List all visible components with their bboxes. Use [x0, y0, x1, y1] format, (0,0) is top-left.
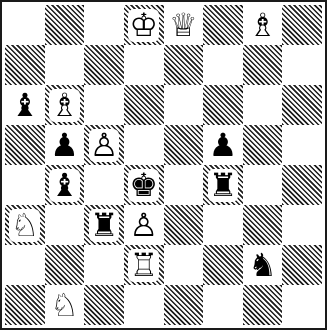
square-f5[interactable]: ♟ [203, 125, 243, 165]
square-e6[interactable] [164, 85, 204, 125]
square-g4[interactable] [243, 165, 283, 205]
chess-board: ♔♕♗♝♗♟♙♟♝♚♜♘♜♙♖♞♘ [5, 5, 322, 325]
square-d2[interactable]: ♖ [124, 245, 164, 285]
square-h5[interactable] [282, 125, 322, 165]
square-h4[interactable] [282, 165, 322, 205]
square-e3[interactable] [164, 205, 204, 245]
square-b5[interactable]: ♟ [45, 125, 85, 165]
black-rook-icon[interactable]: ♜ [208, 169, 239, 202]
square-g1[interactable] [243, 285, 283, 325]
black-knight-icon[interactable]: ♞ [247, 249, 278, 282]
square-b3[interactable] [45, 205, 85, 245]
square-f3[interactable] [203, 205, 243, 245]
square-e1[interactable] [164, 285, 204, 325]
square-g3[interactable] [243, 205, 283, 245]
square-g2[interactable]: ♞ [243, 245, 283, 285]
square-c2[interactable] [84, 245, 124, 285]
square-c3[interactable]: ♜ [84, 205, 124, 245]
white-knight-icon[interactable]: ♘ [9, 209, 40, 242]
square-a7[interactable] [5, 45, 45, 85]
white-bishop-icon[interactable]: ♗ [247, 9, 278, 42]
square-c5[interactable]: ♙ [84, 125, 124, 165]
square-b2[interactable] [45, 245, 85, 285]
square-f8[interactable] [203, 5, 243, 45]
square-h7[interactable] [282, 45, 322, 85]
square-h6[interactable] [282, 85, 322, 125]
square-f1[interactable] [203, 285, 243, 325]
square-d4[interactable]: ♚ [124, 165, 164, 205]
square-a8[interactable] [5, 5, 45, 45]
white-queen-icon[interactable]: ♕ [168, 9, 199, 42]
square-a1[interactable] [5, 285, 45, 325]
white-knight-icon[interactable]: ♘ [49, 289, 80, 322]
square-g8[interactable]: ♗ [243, 5, 283, 45]
square-e4[interactable] [164, 165, 204, 205]
square-b8[interactable] [45, 5, 85, 45]
square-b6[interactable]: ♗ [45, 85, 85, 125]
square-f4[interactable]: ♜ [203, 165, 243, 205]
black-pawn-icon[interactable]: ♟ [49, 129, 80, 162]
square-b1[interactable]: ♘ [45, 285, 85, 325]
square-g6[interactable] [243, 85, 283, 125]
square-h1[interactable] [282, 285, 322, 325]
square-e8[interactable]: ♕ [164, 5, 204, 45]
square-d5[interactable] [124, 125, 164, 165]
square-c6[interactable] [84, 85, 124, 125]
square-h8[interactable] [282, 5, 322, 45]
square-c7[interactable] [84, 45, 124, 85]
white-pawn-icon[interactable]: ♙ [128, 209, 159, 242]
square-g7[interactable] [243, 45, 283, 85]
white-king-icon[interactable]: ♔ [128, 9, 159, 42]
square-d1[interactable] [124, 285, 164, 325]
black-pawn-icon[interactable]: ♟ [208, 129, 239, 162]
square-b7[interactable] [45, 45, 85, 85]
white-pawn-icon[interactable]: ♙ [89, 129, 120, 162]
square-d7[interactable] [124, 45, 164, 85]
black-rook-icon[interactable]: ♜ [89, 209, 120, 242]
black-bishop-icon[interactable]: ♝ [9, 89, 40, 122]
square-g5[interactable] [243, 125, 283, 165]
square-d3[interactable]: ♙ [124, 205, 164, 245]
square-c1[interactable] [84, 285, 124, 325]
black-king-icon[interactable]: ♚ [128, 169, 159, 202]
square-d8[interactable]: ♔ [124, 5, 164, 45]
white-rook-icon[interactable]: ♖ [128, 249, 159, 282]
square-d6[interactable] [124, 85, 164, 125]
square-e2[interactable] [164, 245, 204, 285]
square-a6[interactable]: ♝ [5, 85, 45, 125]
square-h3[interactable] [282, 205, 322, 245]
square-e5[interactable] [164, 125, 204, 165]
square-f2[interactable] [203, 245, 243, 285]
square-a3[interactable]: ♘ [5, 205, 45, 245]
square-f6[interactable] [203, 85, 243, 125]
white-bishop-icon[interactable]: ♗ [49, 89, 80, 122]
black-bishop-icon[interactable]: ♝ [49, 169, 80, 202]
square-e7[interactable] [164, 45, 204, 85]
square-b4[interactable]: ♝ [45, 165, 85, 205]
square-c8[interactable] [84, 5, 124, 45]
square-a2[interactable] [5, 245, 45, 285]
square-f7[interactable] [203, 45, 243, 85]
square-a5[interactable] [5, 125, 45, 165]
square-c4[interactable] [84, 165, 124, 205]
square-a4[interactable] [5, 165, 45, 205]
square-h2[interactable] [282, 245, 322, 285]
